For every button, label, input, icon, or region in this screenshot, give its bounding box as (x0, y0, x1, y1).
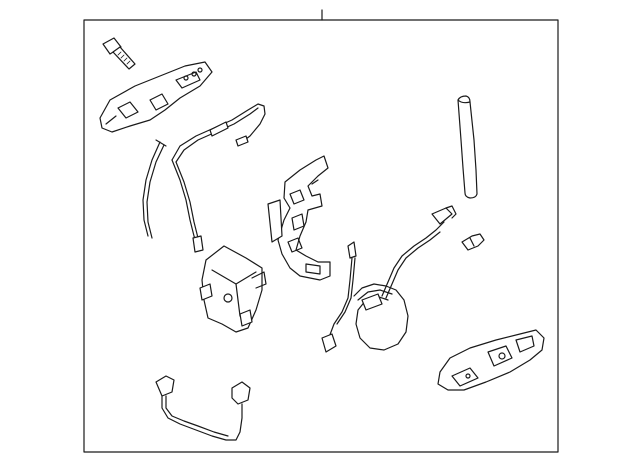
handle-icon (437, 329, 545, 391)
wire-icon (155, 375, 251, 441)
handle-bracket-icon (99, 61, 213, 133)
clip-icon (461, 233, 485, 251)
rod-icon (142, 139, 167, 239)
tube-icon (457, 95, 478, 199)
assembly-frame (83, 19, 559, 453)
bolt-icon (102, 37, 136, 70)
harness-icon (321, 205, 457, 353)
cable-icon (171, 103, 266, 253)
actuator-icon (199, 245, 267, 333)
handle-frame-icon (267, 155, 331, 281)
